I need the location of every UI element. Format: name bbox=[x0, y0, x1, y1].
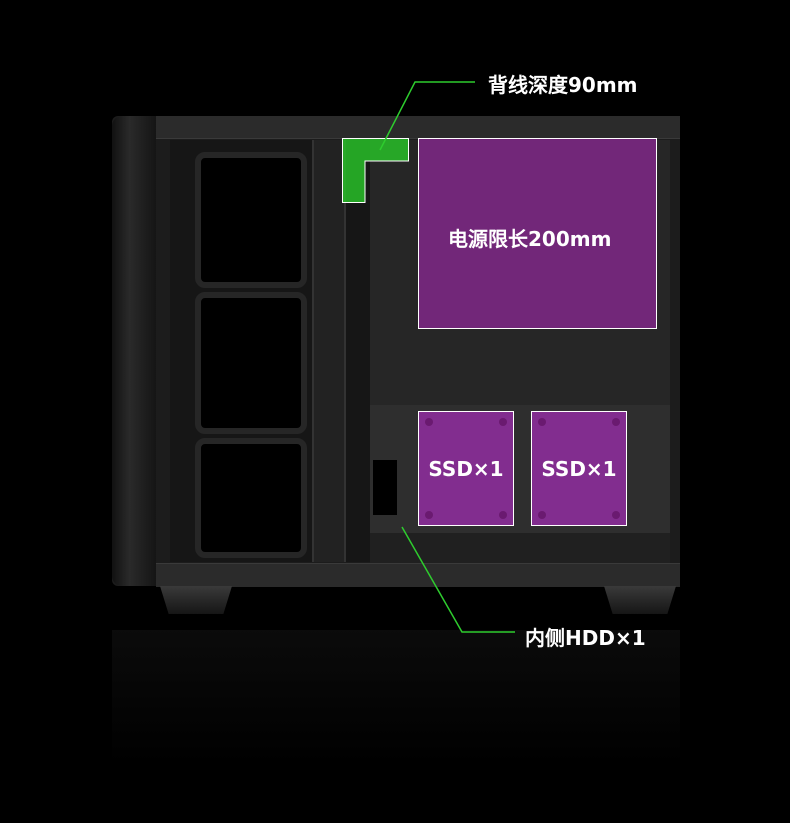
screw-hole bbox=[499, 511, 507, 519]
hdd-label: 内侧HDD×1 bbox=[525, 626, 646, 650]
psu-area-highlight bbox=[418, 138, 657, 329]
psu-length-label: 电源限长200mm bbox=[448, 227, 612, 251]
cable-rail bbox=[312, 140, 346, 562]
cable-depth-label: 背线深度90mm bbox=[488, 73, 638, 97]
fan-mount-2 bbox=[195, 292, 307, 434]
cable-depth-callout-line bbox=[379, 81, 475, 151]
hdd-cage bbox=[373, 460, 397, 515]
bottom-rail bbox=[156, 563, 680, 587]
ssd-label: SSD×1 bbox=[428, 456, 504, 481]
front-panel bbox=[112, 116, 156, 586]
ssd-slot-right: SSD×1 bbox=[531, 411, 627, 526]
screw-hole bbox=[538, 511, 546, 519]
hdd-callout-line bbox=[401, 526, 515, 633]
cable-space-outline bbox=[342, 138, 409, 203]
screw-hole bbox=[612, 511, 620, 519]
case-reflection bbox=[112, 630, 680, 823]
fan-mount-3 bbox=[195, 438, 307, 558]
screw-hole bbox=[425, 511, 433, 519]
ssd-slot-left: SSD×1 bbox=[418, 411, 514, 526]
screw-hole bbox=[538, 418, 546, 426]
foot-right bbox=[604, 586, 676, 614]
screw-hole bbox=[612, 418, 620, 426]
screw-hole bbox=[499, 418, 507, 426]
screw-hole bbox=[425, 418, 433, 426]
ssd-label: SSD×1 bbox=[541, 456, 617, 481]
foot-left bbox=[160, 586, 232, 614]
fan-mount-1 bbox=[195, 152, 307, 288]
